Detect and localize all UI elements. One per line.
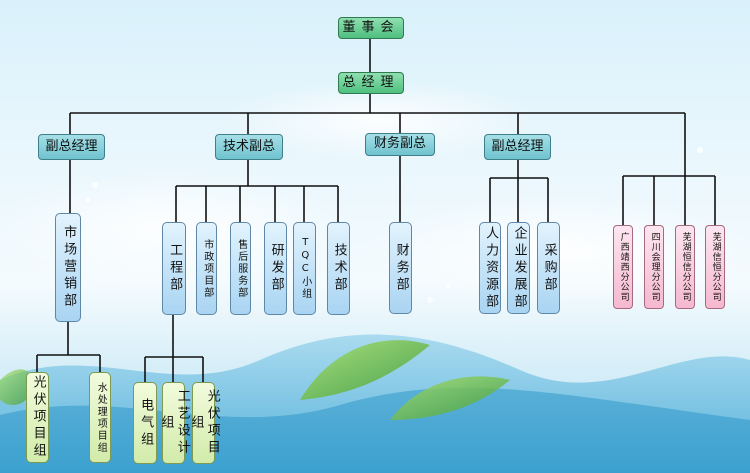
general-manager-node: 总经理 xyxy=(338,72,404,94)
municipal-project-dept-node: 市政项目部 xyxy=(196,222,217,315)
process-design-group-node: 工艺设计组 xyxy=(159,382,190,464)
water-treatment-group-node: 水处理项目组 xyxy=(89,372,111,463)
guangxi-branch-node: 广西靖西分公司 xyxy=(613,225,633,309)
technical-vp-node: 技术副总 xyxy=(215,134,283,160)
finance-dept-node: 财务部 xyxy=(389,222,412,314)
vice-general-manager-right-node: 副总经理 xyxy=(484,134,551,160)
engineering-dept-node: 工程部 xyxy=(162,222,186,315)
wuhu-hengxin-branch-node: 芜湖恒信分公司 xyxy=(675,225,695,309)
pv-project-group-right-node: 光伏项目组 xyxy=(189,382,220,464)
enterprise-dev-dept-node: 企业发展部 xyxy=(507,222,530,314)
hr-dept-node: 人力资源部 xyxy=(479,222,501,314)
marketing-dept-node: 市场营销部 xyxy=(55,213,81,322)
vice-general-manager-left-node: 副总经理 xyxy=(38,134,105,160)
tqc-group-label: TQC小组 xyxy=(299,237,311,300)
electrical-group-node: 电气组 xyxy=(133,382,157,464)
board-node: 董事会 xyxy=(338,17,404,39)
sichuan-branch-node: 四川会理分公司 xyxy=(644,225,664,309)
rnd-dept-node: 研发部 xyxy=(264,222,287,315)
wuhu-xinheng-branch-node: 芜湖信恒分公司 xyxy=(705,225,725,309)
tech-dept-node: 技术部 xyxy=(327,222,350,315)
procurement-dept-node: 采购部 xyxy=(537,222,560,314)
after-sales-dept-node: 售后服务部 xyxy=(230,222,251,315)
pv-project-group-left-node: 光伏项目组 xyxy=(26,372,49,463)
tqc-group-node: TQC小组 xyxy=(293,222,316,315)
finance-vp-node: 财务副总 xyxy=(365,133,435,156)
